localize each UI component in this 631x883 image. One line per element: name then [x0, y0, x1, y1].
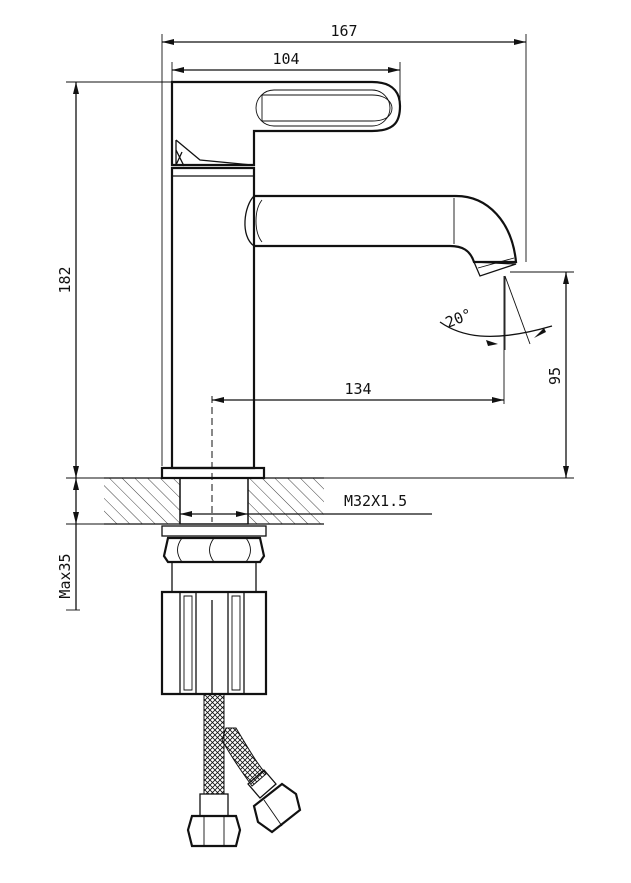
washer: [161, 525, 267, 537]
dim-overall-width: 167: [161, 22, 527, 466]
mounting-hardware: [160, 525, 268, 696]
handle-lever: [170, 80, 402, 167]
dim-label-134: 134: [344, 380, 371, 398]
dim-label-thread: M32X1.5: [344, 492, 407, 510]
hose-nut-left: [186, 814, 242, 848]
supply-hoses: [186, 693, 302, 848]
aerator: [472, 261, 517, 277]
dim-handle-width: 104: [171, 50, 401, 100]
hose-right: [221, 727, 267, 787]
faucet-base: [160, 466, 266, 480]
dim-max-thickness: Max35: [56, 478, 104, 611]
countertop-section: [104, 477, 324, 525]
dim-spout-height: 95: [324, 271, 574, 479]
fixing-sleeve: [160, 590, 268, 696]
faucet-body: [160, 80, 518, 480]
handle-collar: [175, 139, 253, 166]
handle-slot: [255, 89, 391, 127]
mounting-nut: [162, 536, 266, 564]
spout: [254, 194, 518, 264]
dim-overall-height: 182: [56, 81, 172, 479]
dim-label-max35: Max35: [56, 553, 74, 598]
dim-label-182: 182: [56, 266, 74, 293]
dim-label-95: 95: [546, 367, 564, 385]
dim-thread: M32X1.5: [180, 492, 432, 517]
hose-left: [203, 693, 225, 795]
dim-label-167: 167: [330, 22, 357, 40]
threaded-shank: [179, 477, 249, 525]
dim-spout-angle: 20°: [439, 275, 553, 350]
dim-label-20deg: 20°: [443, 305, 475, 332]
faucet-column: [170, 166, 256, 470]
dim-spout-reach: 134: [212, 276, 505, 404]
hose-nut-right: [252, 782, 302, 834]
dim-label-104: 104: [272, 50, 299, 68]
